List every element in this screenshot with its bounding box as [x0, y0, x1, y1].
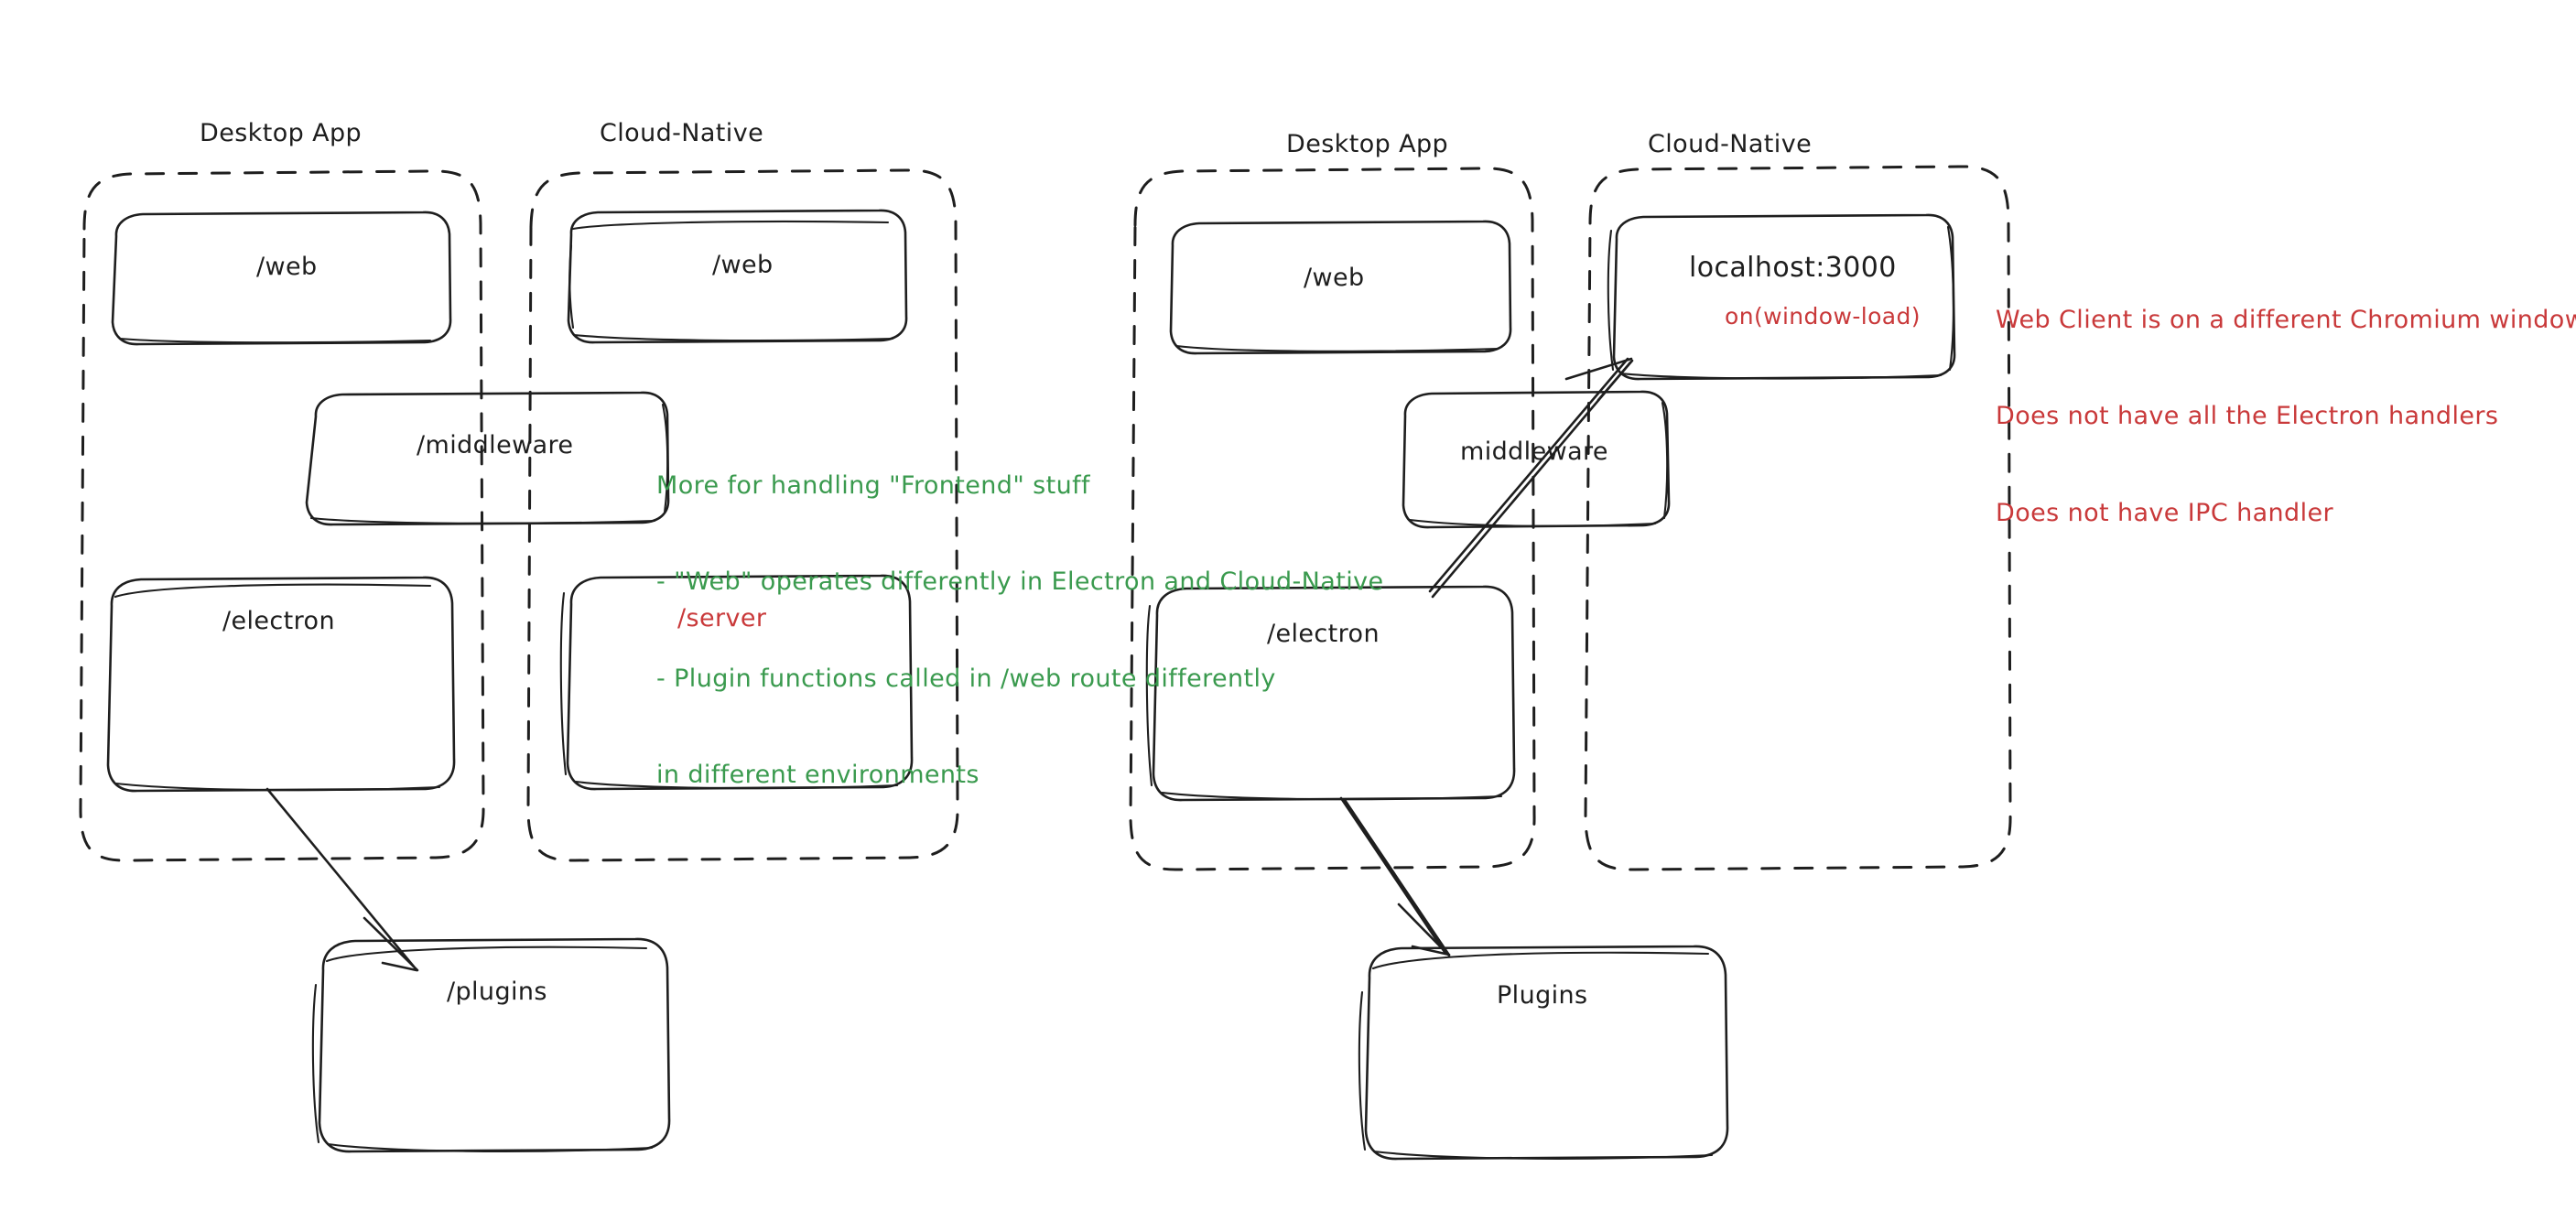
node-left-server: [559, 574, 914, 791]
node-left-plugins: [311, 937, 671, 1153]
node-left-cloud-web: [567, 209, 908, 344]
group-right-cloud-native: [1584, 165, 2012, 871]
group-left-desktop-app: [79, 169, 485, 862]
group-right-desktop-app: [1129, 167, 1536, 871]
node-right-localhost: [1607, 213, 1956, 381]
edge-right-electron-to-localhost: [1428, 357, 1634, 599]
node-left-electron: [106, 576, 456, 793]
node-right-middleware: [1402, 390, 1671, 529]
node-right-electron: [1145, 585, 1516, 802]
node-left-desktop-web: [111, 211, 452, 346]
node-right-desktop-web: [1169, 220, 1512, 355]
group-left-cloud-native: [526, 168, 959, 862]
edge-left-electron-to-plugins: [265, 787, 419, 972]
node-right-plugins: [1358, 945, 1729, 1161]
node-left-middleware: [305, 391, 670, 526]
edge-right-electron-to-plugins: [1339, 796, 1451, 957]
